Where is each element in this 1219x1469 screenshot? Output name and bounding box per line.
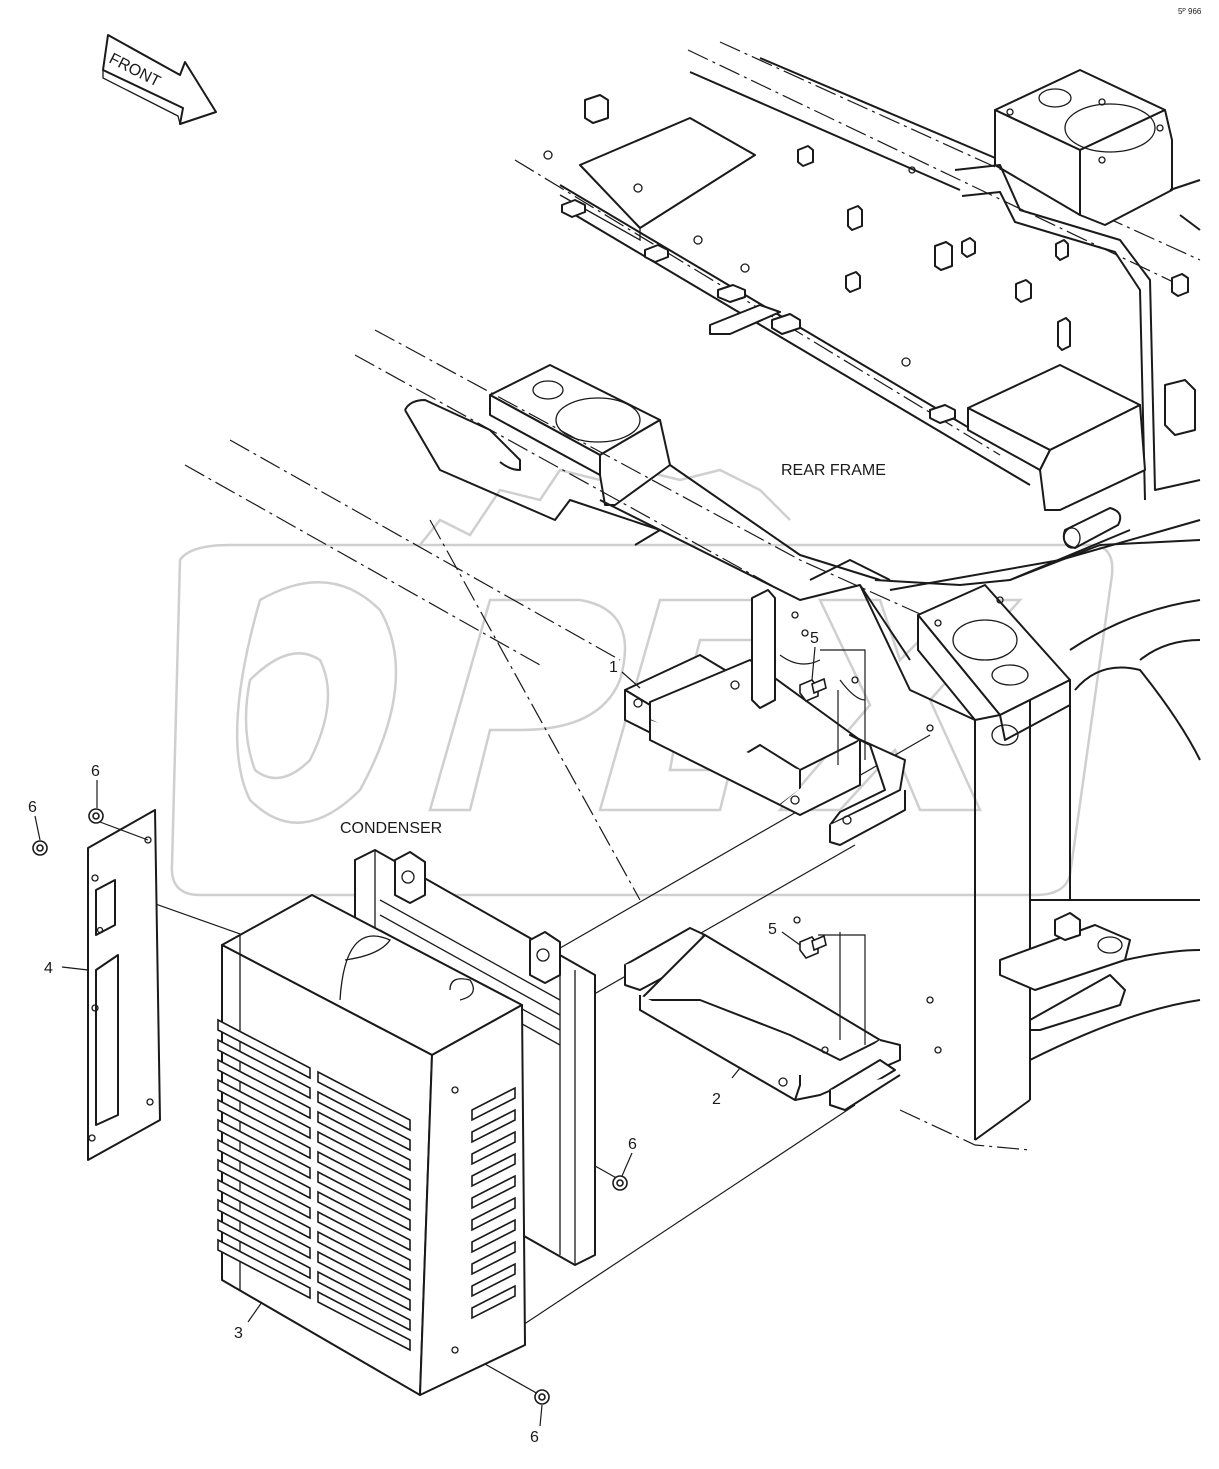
callout-5-lower: 5 — [768, 921, 777, 938]
condenser-cover-3 — [217, 849, 596, 1396]
bolt-icon — [88, 808, 104, 824]
callout-3: 3 — [234, 1325, 243, 1342]
callout-4: 4 — [44, 960, 53, 977]
callout-leaders — [34, 646, 816, 1427]
callout-2: 2 — [712, 1091, 721, 1108]
callout-5-upper: 5 — [810, 630, 819, 647]
side-plate-4 — [87, 809, 161, 1161]
front-arrow: FRONT — [102, 34, 217, 125]
bracket-1 — [624, 589, 934, 846]
bolt-icon — [534, 1389, 550, 1405]
callout-6-cover-upper: 6 — [628, 1136, 637, 1153]
bolt-icon — [32, 840, 48, 856]
rear-frame-label: REAR FRAME — [781, 462, 886, 479]
bolt-icon — [612, 1175, 628, 1191]
callout-6-plate-top: 6 — [91, 763, 100, 780]
callout-6-plate-left: 6 — [28, 799, 37, 816]
callout-6-cover-lower: 6 — [530, 1429, 539, 1446]
bolt-icon — [799, 677, 827, 702]
cover-louvers-left — [217, 1018, 311, 1300]
cover-louvers-middle — [317, 1070, 411, 1352]
rear-frame — [354, 41, 1201, 1151]
bracket-2 — [624, 916, 934, 1111]
bolt-icon — [799, 934, 827, 959]
condenser-label: CONDENSER — [340, 820, 442, 837]
page-code: 5ᴾ 966 — [1178, 7, 1202, 16]
callout-1: 1 — [609, 659, 618, 676]
cover-louvers-right — [471, 1086, 516, 1320]
